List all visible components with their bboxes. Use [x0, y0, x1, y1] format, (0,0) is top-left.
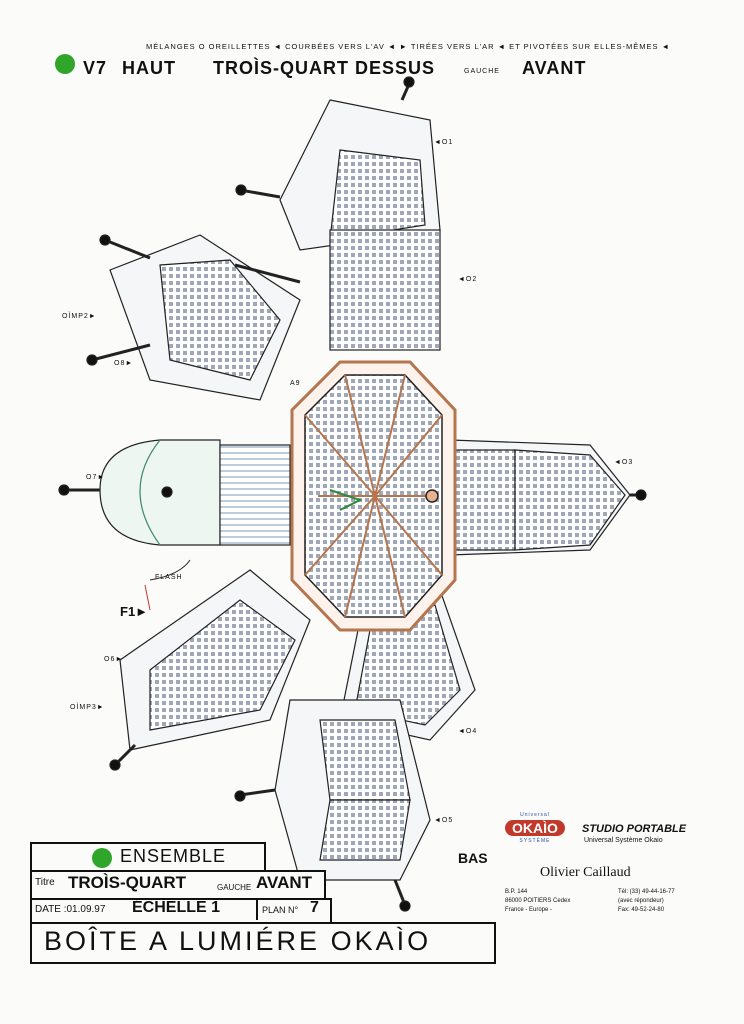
ensemble-title: ENSEMBLE: [120, 846, 227, 866]
label-o6: O6►: [104, 656, 124, 663]
petal-o1: [235, 76, 441, 351]
fax-line: Fax: 49-52-24-80: [618, 907, 665, 913]
petal-o6: [109, 569, 311, 771]
view-avant: AVANT: [522, 58, 587, 78]
label-o3: ◄O3: [614, 459, 634, 466]
author-name: Olivier Caillaud: [540, 865, 631, 880]
label-flash: FLASH: [155, 574, 183, 581]
plan-number: 7: [310, 899, 319, 916]
address-line-3: France - Europe -: [505, 907, 553, 913]
label-o7: O7►: [86, 474, 106, 481]
status-dot-icon: [55, 54, 75, 74]
petal-o5: [234, 699, 431, 912]
phone-note: (avec répondeur): [618, 898, 664, 904]
flash-connector: [144, 559, 191, 611]
plan-label: PLAN N°: [262, 905, 299, 915]
label-o1: ◄O1: [434, 139, 454, 146]
plan-cell: [256, 898, 330, 920]
studio-subtitle: Universal Système Okaio: [584, 837, 663, 844]
header-note: MÉLANGES O OREILLETTES ◄ COURBÉES VERS L…: [146, 42, 671, 51]
scale-field: ÉCHELLE 1: [132, 899, 221, 916]
label-o2: ◄O2: [458, 276, 478, 283]
phone-line: Tél: (33) 49-44-16-77: [618, 889, 675, 895]
date-field: DATE :01.09.97: [35, 904, 106, 915]
boite-title: BOÎTE A LUMIÉRE OKAÌO: [44, 926, 432, 956]
label-o4: ◄O4: [458, 728, 478, 735]
petal-o3: [449, 439, 647, 556]
view-title: TROÌS-QUART DESSUS: [213, 58, 436, 78]
petal-o8: [86, 234, 301, 401]
brand-logo-top: Universal: [520, 812, 550, 818]
ensemble-dot-icon: [92, 848, 112, 868]
brand-logo: OKAÌO: [505, 820, 565, 836]
petal-o7: [58, 439, 291, 546]
label-a9: A9: [290, 380, 301, 387]
titre-label: Titre: [35, 877, 55, 888]
address-line-1: B.P. 144: [505, 889, 528, 895]
label-o5: ◄O5: [434, 817, 454, 824]
view-haut: HAUT: [122, 58, 176, 78]
label-bas: BAS: [458, 850, 488, 866]
label-oimp3: OÌMP3►: [70, 704, 105, 711]
info-row: [30, 898, 332, 924]
label-oimp2: OÌMP2►: [62, 313, 97, 320]
titre-avant: AVANT: [256, 873, 313, 892]
studio-name: STUDIO PORTABLE: [582, 823, 687, 835]
address-line-2: 86000 POITIERS Cedex: [505, 898, 571, 904]
central-octagon: [290, 360, 457, 632]
label-o8: O8►: [114, 360, 134, 367]
titre-main: TROÌS-QUART: [68, 873, 187, 892]
boite-row: [30, 922, 496, 964]
label-f1: F1►: [120, 604, 149, 619]
titre-gauche: GAUCHE: [217, 883, 252, 892]
view-code: V7: [83, 58, 108, 78]
view-gauche: GAUCHE: [464, 68, 500, 75]
brand-logo-bottom: SYSTÈME: [519, 838, 551, 844]
